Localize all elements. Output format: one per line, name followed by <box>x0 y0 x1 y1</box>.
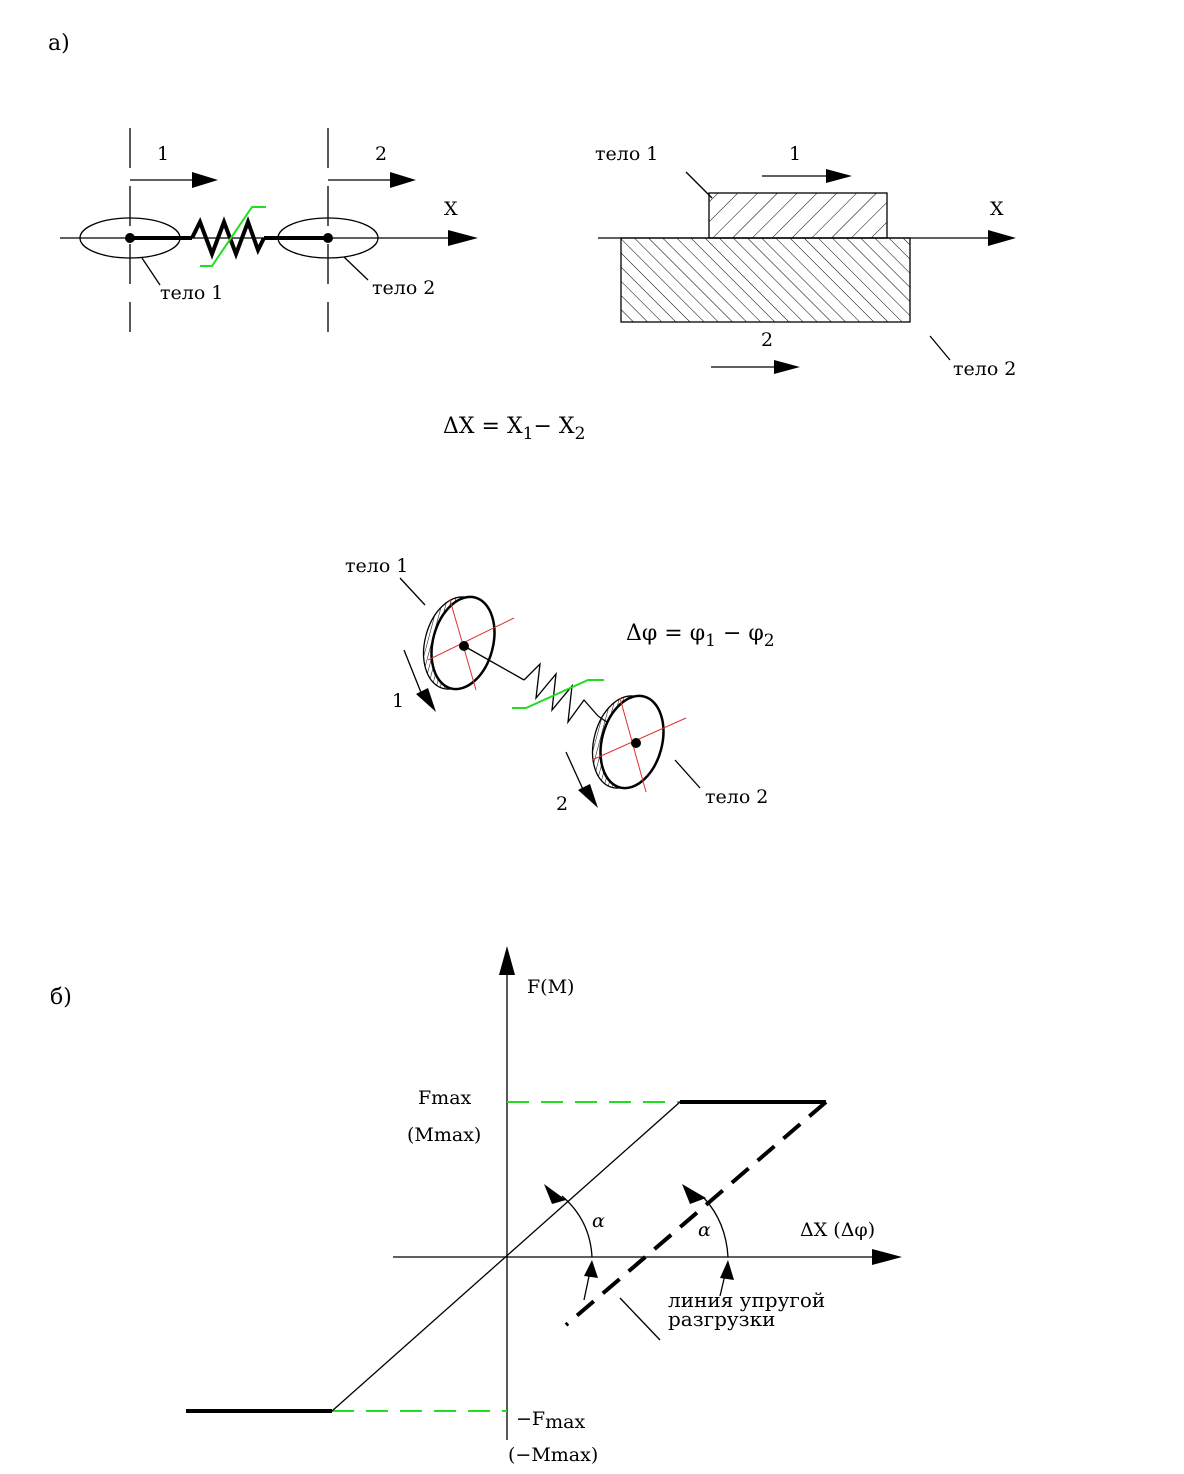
arrow-1-label: 1 <box>157 143 169 165</box>
x-axis-right-head <box>988 230 1016 246</box>
alpha-2-upper-arrow <box>682 1184 706 1204</box>
wheel-1-rotation-arrow-head <box>416 688 436 712</box>
wheel-1-label: тело 1 <box>345 555 408 577</box>
wheel-2-label: тело 2 <box>705 786 768 808</box>
block-2-label: тело 2 <box>953 358 1016 380</box>
x-axis-left-label: X <box>444 198 458 220</box>
arrow-2-head <box>390 172 416 188</box>
block-1-arrow-head <box>826 169 852 183</box>
block-1-leader <box>685 171 713 199</box>
formula-dphi: Δφ = φ1 − φ2 <box>626 621 775 651</box>
body-1-point <box>125 233 135 243</box>
x-axis-right-label: X <box>990 198 1004 220</box>
spring-scheme: 1 2 X тело 1 тело 2 <box>60 128 478 332</box>
alpha-2-arc <box>703 1197 729 1258</box>
hysteresis-graph: F(M) ΔX (Δφ) α α линия упругой разгрузки… <box>186 946 902 1466</box>
alpha-1-label: α <box>592 1210 605 1232</box>
body-2-block <box>620 237 911 323</box>
block-2-arrow-label: 2 <box>761 329 773 351</box>
alpha-2-label: α <box>698 1219 711 1241</box>
block-2-leader <box>929 335 951 361</box>
neg-mmax-label: (−Mmax) <box>508 1444 598 1466</box>
x-axis-left-head <box>448 230 478 246</box>
alpha-1-arc <box>561 1195 593 1258</box>
part-b-label: б) <box>50 985 72 1010</box>
unload-label-line-1: линия упругой <box>668 1288 825 1312</box>
unload-label-line-2: разгрузки <box>668 1307 775 1331</box>
torsion-characteristic-symbol <box>512 679 604 709</box>
part-a-label: a) <box>48 31 70 56</box>
block-1-label: тело 1 <box>595 143 658 165</box>
torsion-spring <box>523 662 599 725</box>
contact-scheme: X 1 тело 1 2 тело 2 <box>595 143 1016 380</box>
body-1-label: тело 1 <box>160 282 223 304</box>
body-2-label: тело 2 <box>372 277 435 299</box>
elastic-loading-line <box>331 1101 681 1412</box>
alpha-2-lower-arrow <box>720 1260 734 1280</box>
unload-leader <box>619 1297 661 1341</box>
wheel-1-rotation-label: 1 <box>392 690 404 712</box>
body-1-block <box>708 192 888 239</box>
formula-dx: ΔX = X1− X2 <box>443 414 585 444</box>
wheel-2-leader <box>674 759 701 789</box>
mmax-label: (Mmax) <box>407 1124 481 1146</box>
body-2-leader <box>343 256 369 281</box>
block-2-arrow-head <box>774 360 800 374</box>
y-axis-label: F(M) <box>527 976 574 998</box>
spring-characteristic-symbol <box>200 206 266 267</box>
wheel-1-leader <box>399 577 426 606</box>
arrow-1-head <box>192 172 218 188</box>
arrow-2-label: 2 <box>375 143 387 165</box>
shaft-1 <box>463 645 525 681</box>
x-axis-head <box>872 1249 902 1265</box>
alpha-1-upper-arrow <box>544 1184 566 1204</box>
x-axis-label: ΔX (Δφ) <box>800 1219 875 1241</box>
wheel-1-axis-a <box>427 617 515 661</box>
rotational-scheme: тело 1 1 2 тело 2 Δφ = φ1 − φ2 <box>345 555 775 815</box>
body-2-point <box>323 233 333 243</box>
wheel-2-center <box>631 738 641 748</box>
wheel-2-rotation-label: 2 <box>556 793 568 815</box>
elastic-unloading-line <box>564 1100 828 1327</box>
neg-fmax-label: −Fmax <box>516 1408 585 1433</box>
alpha-1-lower-arrow <box>584 1260 598 1278</box>
body-1-leader <box>141 257 161 286</box>
fmax-label: Fmax <box>418 1087 472 1109</box>
y-axis-head <box>499 946 515 975</box>
block-1-arrow-label: 1 <box>789 143 801 165</box>
wheel-2-rotation-arrow-head <box>578 784 598 808</box>
